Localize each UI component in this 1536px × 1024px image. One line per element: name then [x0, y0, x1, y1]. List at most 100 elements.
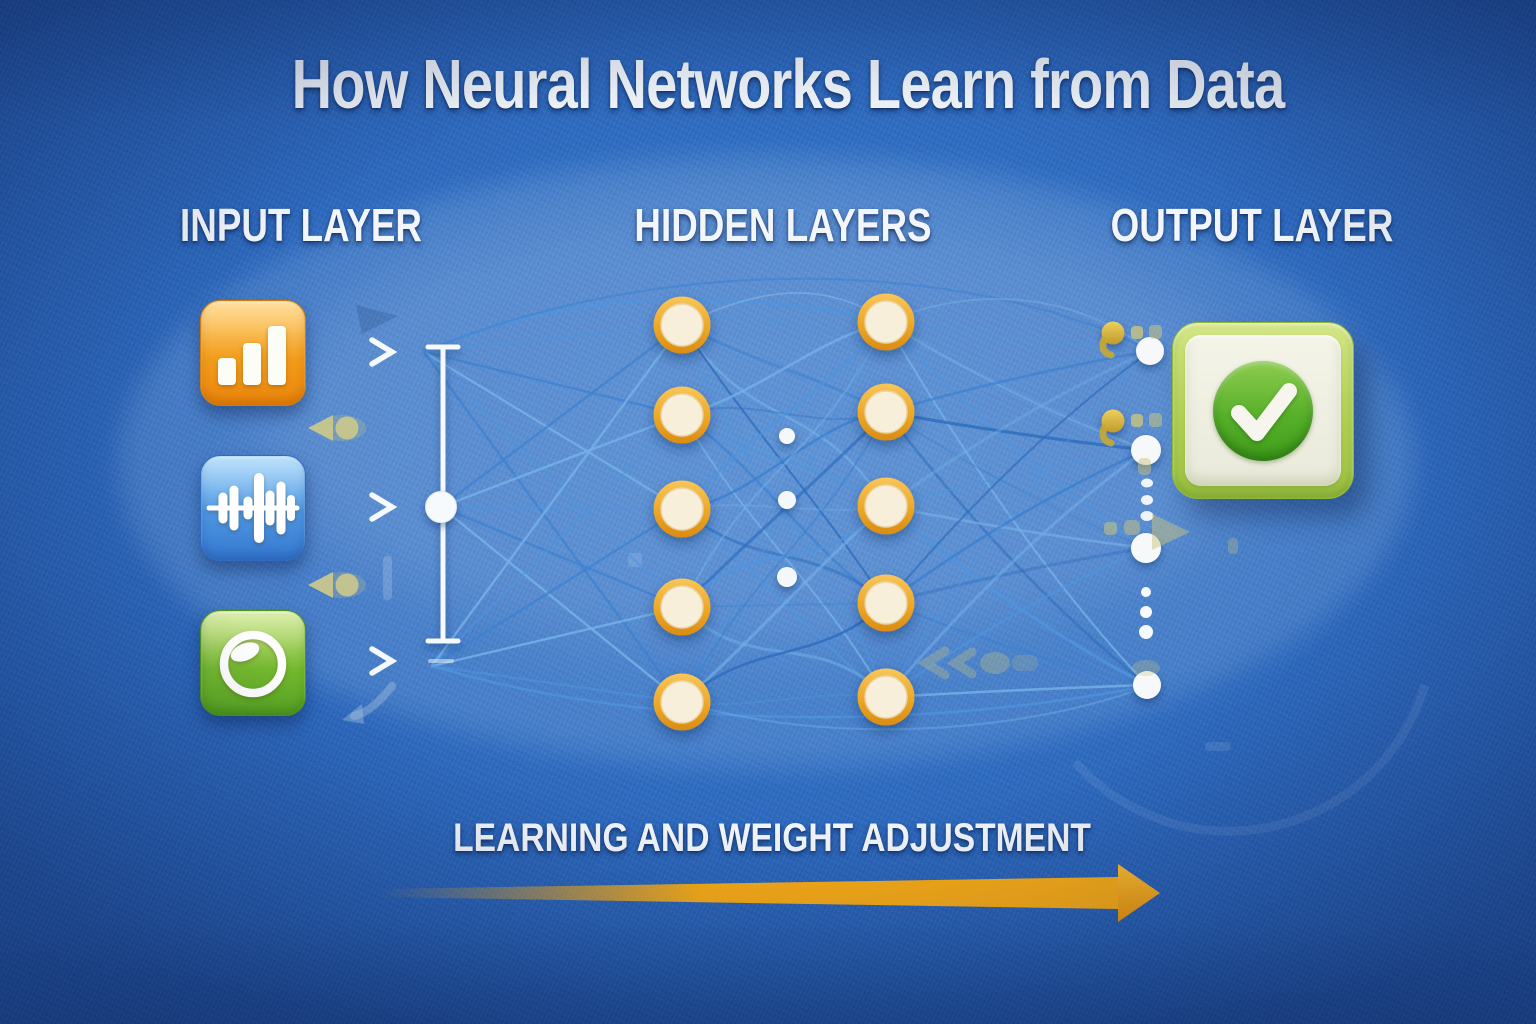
output-node	[1133, 671, 1161, 699]
connection-line	[422, 350, 684, 417]
dash	[1131, 326, 1143, 339]
label-hidden-layers: HIDDEN LAYERS	[634, 199, 932, 251]
connection-line	[884, 320, 1152, 353]
connection-line	[430, 507, 684, 668]
input-tile-camera	[200, 610, 306, 716]
hidden-node	[653, 296, 711, 354]
audio-waveform-icon	[206, 473, 300, 543]
connection-line	[680, 601, 888, 704]
gold-pin	[1099, 409, 1162, 447]
ghost-return-arrowhead	[342, 704, 364, 724]
connection-line	[884, 504, 1148, 550]
feedback-dot	[335, 573, 359, 597]
arrow-chevron-icon	[369, 337, 398, 367]
input-tile-bar-chart	[200, 300, 306, 406]
connection-line	[680, 504, 888, 704]
hidden-node	[653, 578, 711, 636]
connection-line	[430, 605, 684, 668]
connection-line	[430, 323, 684, 668]
backprop-left-arrow-icon	[308, 415, 366, 441]
output-node	[1136, 337, 1164, 365]
right-arrowhead-icon	[1152, 514, 1190, 550]
output-node	[1131, 435, 1161, 465]
left-arrowhead	[308, 415, 333, 441]
connection-line	[884, 410, 1149, 687]
hidden-node	[857, 574, 915, 632]
connection-line	[680, 320, 888, 704]
connection-line	[422, 323, 684, 354]
connection-line	[884, 601, 1149, 687]
ghost-flag	[356, 305, 398, 334]
chevron-left-icon	[946, 647, 977, 679]
connections	[422, 277, 1152, 731]
connection-line	[884, 410, 1148, 452]
node-core	[660, 487, 704, 531]
connection-line	[439, 505, 684, 511]
hidden-node	[857, 383, 915, 441]
node-core	[864, 390, 908, 434]
ghost-dash	[1205, 742, 1231, 751]
connection-line	[884, 320, 1149, 687]
white-dash-dot	[1140, 606, 1152, 618]
connection-line	[430, 413, 684, 668]
connection-line	[681, 313, 887, 334]
dash	[1131, 414, 1143, 427]
connection-line	[884, 349, 1152, 508]
node-core	[864, 300, 908, 344]
connection-line	[422, 350, 684, 704]
footer-label: LEARNING AND WEIGHT ADJUSTMENT	[453, 816, 1091, 860]
connection-line	[422, 350, 684, 511]
dash	[1149, 413, 1162, 427]
label-input-layer: INPUT LAYER	[180, 199, 422, 251]
hidden-node	[857, 668, 915, 726]
ghost-chevrons	[917, 646, 1038, 680]
chevron-left-icon	[917, 646, 950, 680]
dash	[1228, 538, 1238, 554]
connection-line	[884, 448, 1148, 605]
node-core	[660, 680, 704, 724]
page-title: How Neural Networks Learn from Data	[291, 45, 1285, 123]
connection-line	[430, 664, 1145, 719]
junction-dot	[425, 491, 457, 523]
connection-line	[884, 448, 1148, 699]
gold-pin	[1099, 321, 1162, 359]
white-dash-dot	[1141, 478, 1153, 488]
connection-line	[884, 349, 1152, 414]
connection-line	[422, 350, 684, 609]
input-tile-waveform	[200, 455, 306, 561]
connection-line	[680, 686, 1145, 731]
checkmark-icon	[1213, 360, 1313, 461]
output-tile-panel	[1185, 335, 1341, 486]
white-dash-dot	[1139, 625, 1153, 639]
connection-line	[680, 320, 888, 511]
inter-layer-dot	[779, 428, 795, 444]
label-output-layer: OUTPUT LAYER	[1110, 199, 1394, 251]
ghost-return-arrow-icon	[350, 682, 396, 720]
connection-line	[884, 448, 1148, 508]
hidden-node	[857, 293, 915, 351]
connection-line	[884, 546, 1148, 699]
learning-arrow-head	[1118, 864, 1160, 922]
connection-line	[422, 277, 1148, 354]
connection-line	[430, 664, 684, 704]
node-core	[864, 675, 908, 719]
dash	[1149, 325, 1162, 339]
connection-line	[681, 693, 887, 706]
dash	[1124, 520, 1140, 535]
arrow-chevron-icon	[369, 492, 398, 522]
left-arrowhead	[308, 572, 333, 598]
connection-line	[884, 349, 1152, 699]
output-tile	[1172, 322, 1354, 499]
ghost-bracket-echo	[383, 556, 392, 600]
gold-dot-tail	[1099, 424, 1115, 447]
white-dash-dot	[1141, 495, 1153, 505]
arrow-chevron-icon	[369, 646, 398, 676]
inter-layer-dot	[777, 567, 797, 587]
connection-line	[884, 504, 1149, 687]
connection-line	[439, 413, 684, 509]
inter-layer-dot	[778, 491, 796, 509]
connection-line	[884, 546, 1148, 605]
node-core	[864, 484, 908, 528]
